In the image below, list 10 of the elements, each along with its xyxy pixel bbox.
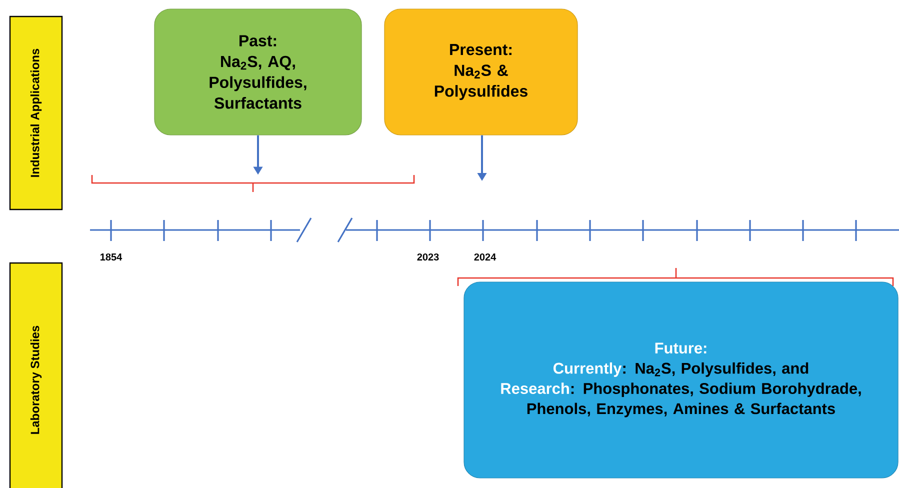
bracket [457,267,894,287]
lane-label: Laboratory Studies [9,262,63,488]
year-label: 1854 [100,253,122,261]
year-label: 2023 [417,253,439,261]
period-box: Present: Na$_{2}$S & Polysulfides [384,8,578,136]
period-box: Past: Na$_{2}$S, AQ, Polysulfides, Surfactants [154,8,362,136]
bracket [91,174,415,193]
year-label: 2024 [474,253,496,261]
lane-label: Industrial Applications [9,16,63,210]
period-box: Future: Currently: Na$_{2}$S, Polysulfides, and Research: Phosphonates, Sodium Borohydrade, Phenols, Enzymes, Amines & Surfactants [464,282,898,478]
